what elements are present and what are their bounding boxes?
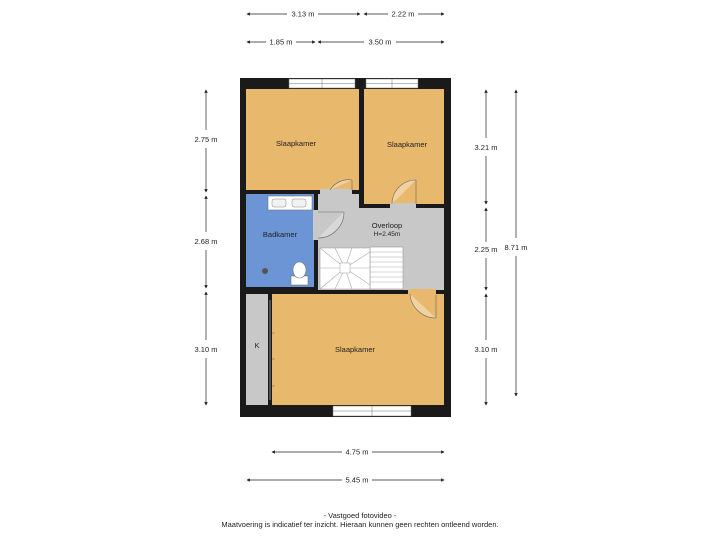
door-bottom-bedroom (408, 289, 437, 319)
dim-top-3-13: 3.13 m (292, 10, 315, 19)
door-top-right-bedroom (390, 179, 417, 209)
window-bottom (332, 405, 412, 417)
label-slaapkamer-top-left: Slaapkamer (276, 139, 317, 148)
room-kast (246, 294, 268, 405)
label-overloop-height: H=2.45m (374, 231, 401, 238)
label-overloop: Overloop (372, 221, 402, 230)
label-kast: K (254, 341, 259, 350)
door-badkamer (313, 210, 345, 240)
label-slaapkamer-top-right: Slaapkamer (387, 140, 428, 149)
room-slaapkamer-top-left (246, 89, 359, 190)
door-top-left-bedroom (320, 179, 353, 195)
window-top-left (288, 78, 356, 89)
dim-right-3-10: 3.10 m (475, 345, 498, 354)
staircase (319, 246, 404, 290)
right-outer-dimension: 8.71 m (505, 89, 528, 397)
closet-hinge-marks (272, 332, 275, 387)
label-slaapkamer-bottom: Slaapkamer (335, 345, 376, 354)
dim-top-2-22: 2.22 m (392, 10, 415, 19)
dim-right-3-21: 3.21 m (475, 143, 498, 152)
dim-left-2-75: 2.75 m (195, 135, 218, 144)
dim-bottom-5-45: 5.45 m (346, 476, 369, 485)
room-slaapkamer-top-right (364, 89, 444, 204)
dim-top-3-50: 3.50 m (369, 38, 392, 47)
window-top-right (365, 78, 419, 89)
dim-left-3-10: 3.10 m (195, 345, 218, 354)
drain-icon (262, 268, 268, 274)
dim-right-2-25: 2.25 m (475, 245, 498, 254)
top-dimension-row1: 3.13 m 2.22 m (246, 10, 445, 19)
right-inner-dimensions: 3.21 m 2.25 m 3.10 m (475, 89, 498, 406)
bathroom-sink-unit (267, 195, 313, 211)
footer-line-2: Maatvoering is indicatief ter inzicht. H… (221, 520, 499, 529)
landing-extension (318, 194, 359, 208)
top-dimension-row2: 1.85 m 3.50 m (246, 38, 445, 47)
label-badkamer: Badkamer (263, 230, 298, 239)
bottom-dimensions: 4.75 m 5.45 m (246, 448, 445, 485)
room-slaapkamer-bottom (272, 294, 444, 405)
toilet-icon (290, 261, 309, 286)
left-dimensions: 2.75 m 2.68 m 3.10 m (195, 89, 218, 406)
dim-right-8-71: 8.71 m (505, 243, 528, 252)
footer-line-1: - Vastgoed fotovideo - (323, 511, 397, 520)
dim-left-2-68: 2.68 m (195, 237, 218, 246)
dim-bottom-4-75: 4.75 m (346, 448, 369, 457)
dim-top-1-85: 1.85 m (270, 38, 293, 47)
